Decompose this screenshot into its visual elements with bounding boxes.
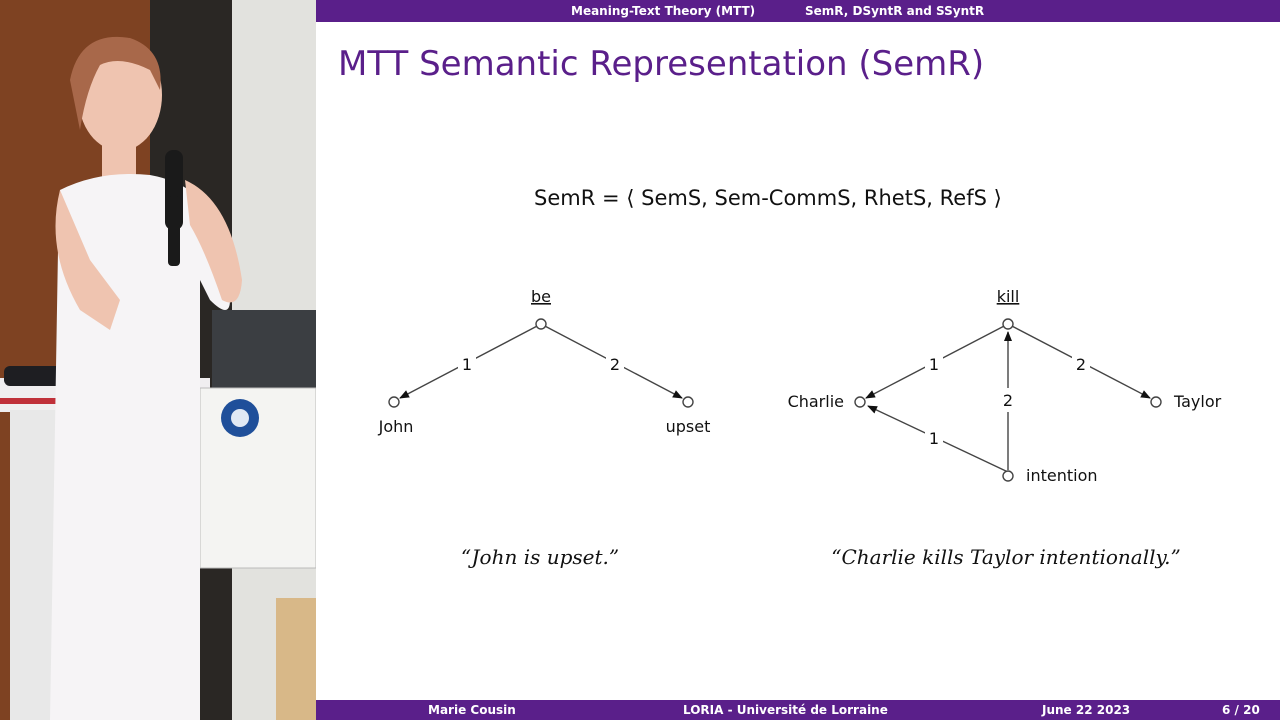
edge-label-2: 2	[610, 355, 620, 374]
footer-date: June 22 2023	[1042, 703, 1131, 717]
edge-label-1: 1	[929, 429, 939, 448]
edge-label-2: 2	[1003, 391, 1013, 410]
edge-label-2: 2	[1076, 355, 1086, 374]
node-label-kill: kill	[997, 287, 1020, 306]
speaker-video	[0, 0, 316, 720]
node-intention	[1002, 470, 1014, 482]
node-label-be: be	[531, 287, 551, 306]
node-label-charlie: Charlie	[788, 392, 844, 411]
slide-footer-bar: Marie Cousin LORIA - Université de Lorra…	[316, 700, 1280, 720]
header-subsection-title: SemR, DSyntR and SSyntR	[805, 4, 985, 18]
edge-label-1: 1	[462, 355, 472, 374]
slide-header-bar: Meaning-Text Theory (MTT) SemR, DSyntR a…	[316, 0, 1280, 22]
node-label-john: John	[378, 417, 414, 436]
header-section-title: Meaning-Text Theory (MTT)	[571, 4, 756, 18]
node-label-intention: intention	[1026, 466, 1098, 485]
edge-label-1: 1	[929, 355, 939, 374]
node-label-upset: upset	[666, 417, 711, 436]
node-john	[388, 396, 400, 408]
semantic-graphs: 1 2 be John upset “John is upset.” 1 2 2…	[378, 287, 1222, 569]
example-sentence-2: “Charlie kills Taylor intentionally.”	[831, 545, 1181, 569]
graph-john-is-upset: 1 2 be John upset “John is upset.”	[378, 287, 711, 569]
node-kill	[1002, 318, 1014, 330]
footer-page-number: 6 / 20	[1222, 703, 1260, 717]
node-charlie	[854, 396, 866, 408]
slide: Meaning-Text Theory (MTT) SemR, DSyntR a…	[316, 0, 1280, 720]
node-upset	[682, 396, 694, 408]
slide-title: MTT Semantic Representation (SemR)	[338, 44, 985, 84]
footer-author: Marie Cousin	[428, 703, 516, 717]
node-taylor	[1150, 396, 1162, 408]
speaker-photo	[0, 0, 316, 720]
footer-institution: LORIA - Université de Lorraine	[683, 703, 888, 717]
node-be	[535, 318, 547, 330]
graph-charlie-kills-taylor: 1 2 2 1 kill Charlie Taylor intention “C…	[788, 287, 1222, 569]
example-sentence-1: “John is upset.”	[461, 545, 619, 569]
node-label-taylor: Taylor	[1173, 392, 1222, 411]
semr-formula: SemR = ⟨ SemS, Sem-CommS, RhetS, RefS ⟩	[534, 186, 1002, 210]
